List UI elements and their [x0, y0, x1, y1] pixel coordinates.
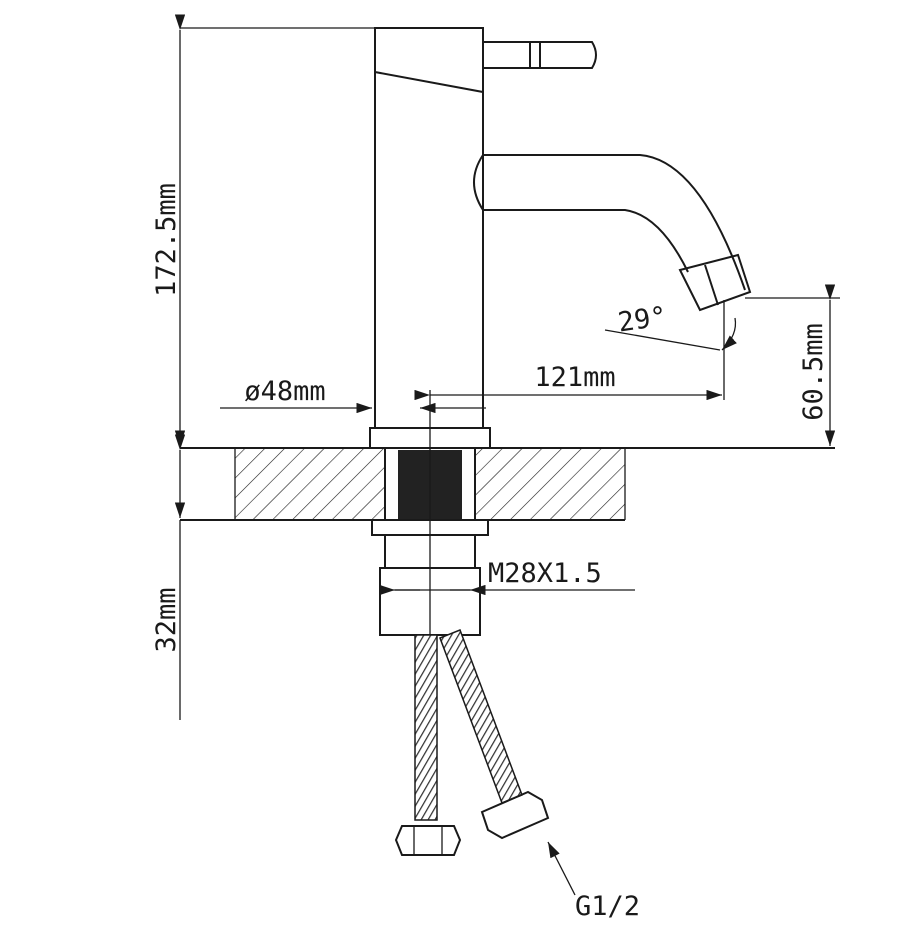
- label-spout-height: 60.5mm: [798, 323, 829, 421]
- countertop: [180, 447, 835, 521]
- dimension-lines: [174, 14, 840, 896]
- handle: [374, 27, 597, 94]
- label-base-diameter: ø48mm: [244, 376, 325, 407]
- label-hose-connection: G1/2: [575, 891, 640, 922]
- spout: [473, 154, 752, 312]
- label-thread: M28X1.5: [488, 558, 602, 589]
- hex-nut: [394, 825, 462, 856]
- shank-and-nut: [371, 390, 489, 640]
- label-height-total: 172.5mm: [151, 183, 182, 297]
- label-spout-angle: 29°: [616, 301, 669, 338]
- label-spout-reach: 121mm: [534, 362, 615, 393]
- label-shank-length: 32mm: [151, 587, 182, 652]
- hex-nut: [480, 790, 550, 840]
- supply-hoses: [394, 629, 550, 856]
